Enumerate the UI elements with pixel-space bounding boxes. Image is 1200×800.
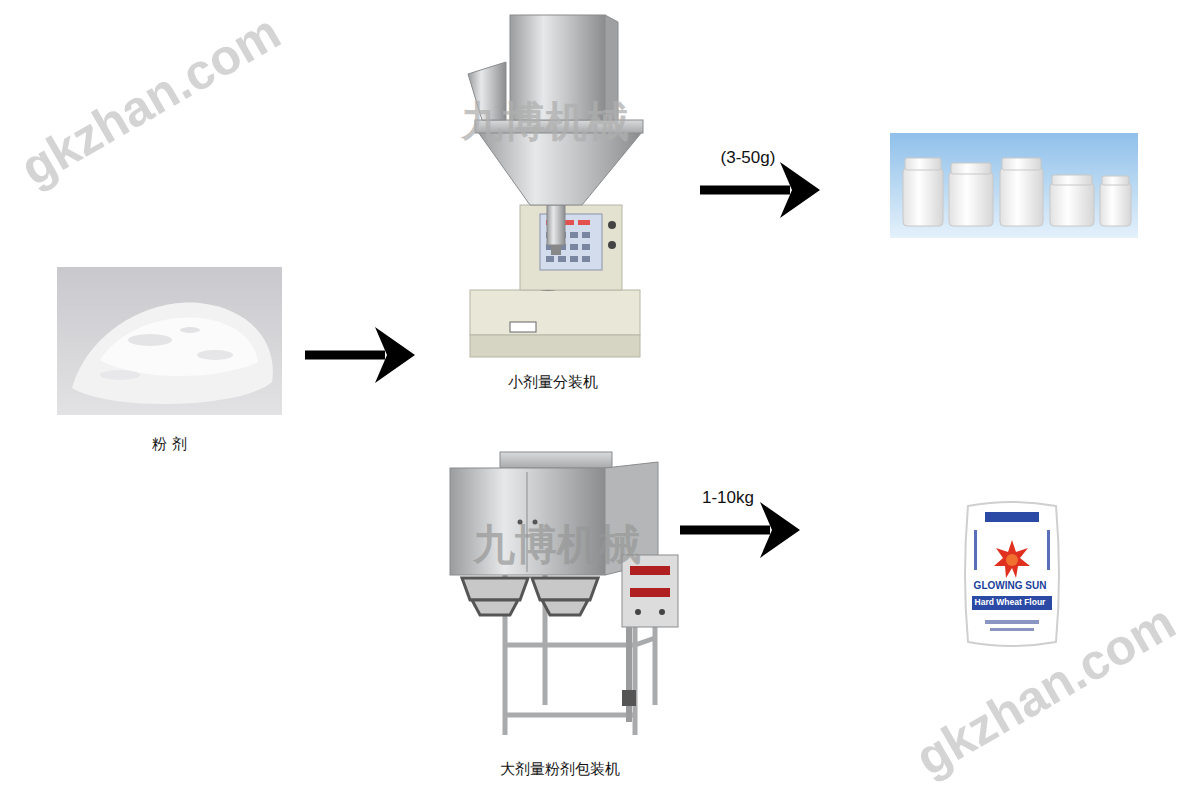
watermark: 九博机械 [473, 517, 641, 573]
watermark: gkzhan.com [10, 3, 289, 198]
small-filler-node: 小剂量分装机 [465, 10, 640, 392]
flow-arrow [305, 351, 385, 360]
bottles-node [890, 133, 1138, 238]
flour-bag-node: GLOWING SUN Hard Wheat Flour [960, 500, 1060, 647]
small-filler-illustration [468, 15, 643, 357]
flour-bag-photo [965, 502, 1059, 646]
machine-caption: 大剂量粉剂包装机 [440, 760, 680, 779]
dose-range: 1-10kg [699, 488, 757, 508]
large-packer-node: 大剂量粉剂包装机 [440, 450, 680, 779]
watermark: gkzhan.com [905, 593, 1184, 788]
dose-range: (3-50g) [718, 148, 779, 168]
machine-caption: 粉 剂 [57, 435, 282, 454]
product-print: GLOWING SUN [974, 580, 1047, 591]
bottles-photo [890, 133, 1138, 238]
watermark: 九博机械 [461, 94, 629, 150]
large-packer-illustration [450, 452, 678, 735]
flow-arrow [700, 186, 790, 195]
powder-node: 粉 剂 [57, 267, 282, 454]
machine-caption: 小剂量分装机 [465, 373, 640, 392]
product-print: Hard Wheat Flour [975, 597, 1046, 607]
flow-arrow [680, 526, 770, 535]
powder-photo [57, 267, 282, 415]
